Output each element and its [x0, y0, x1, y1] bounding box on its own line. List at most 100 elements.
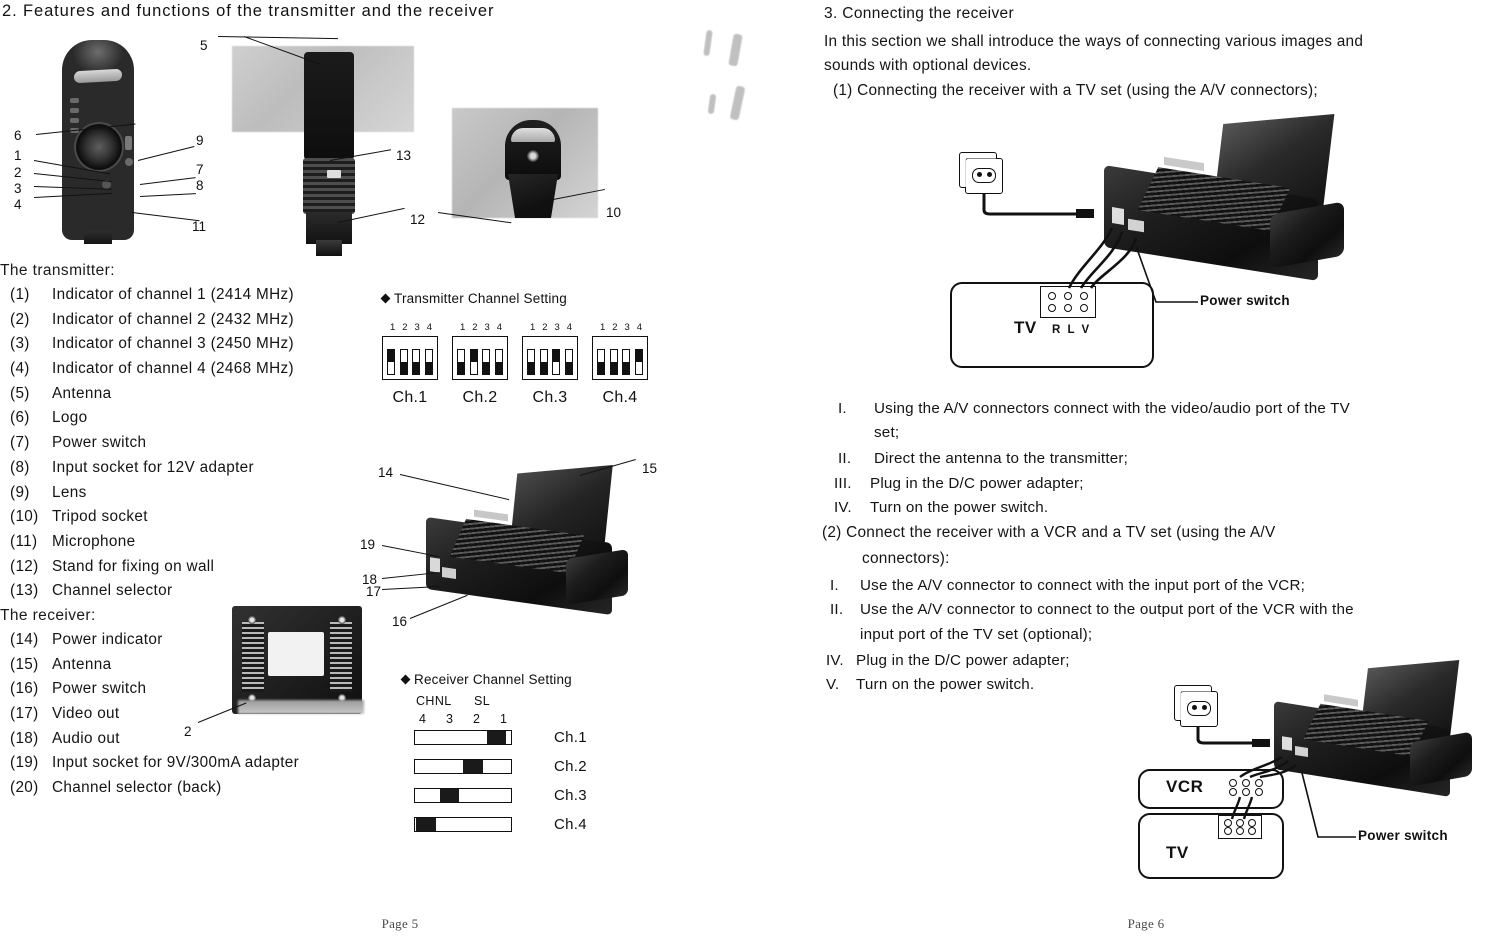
vcr-jack	[1254, 778, 1263, 787]
dip-switch-3[interactable]	[622, 349, 631, 375]
dip-switch-1[interactable]	[387, 349, 396, 375]
adapter-cable	[1196, 727, 1270, 747]
receiver-slider-ch2[interactable]	[414, 759, 512, 774]
feature-number: (7)	[10, 434, 30, 452]
dip-number: 3	[554, 322, 560, 333]
s2-step-2: II. Use the A/V connector to connect to …	[830, 601, 1354, 618]
feature-row: (19)Input socket for 9V/300mA adapter	[0, 754, 299, 779]
dip-switch-3[interactable]	[552, 349, 561, 375]
feature-number: (10)	[10, 508, 39, 526]
power-adapter-icon	[1180, 691, 1218, 727]
page-footer-left: Page 5	[381, 916, 419, 931]
receiver-slider-ch1[interactable]	[414, 730, 512, 745]
slider-position-number: 4	[419, 712, 426, 726]
dip-switch-2[interactable]	[399, 349, 408, 375]
feature-label: Power switch	[52, 680, 147, 698]
dip-number: 2	[542, 322, 548, 333]
dip-switch-4[interactable]	[494, 349, 503, 375]
feature-number: (16)	[10, 680, 39, 698]
s2-step-3-num: IV.	[826, 652, 844, 669]
dip-number: 1	[459, 322, 466, 333]
slider-knob[interactable]	[463, 760, 483, 773]
receiver-power-led-detail	[474, 509, 508, 522]
receiver-setting-col-sl: SL	[474, 694, 491, 708]
feature-number: (9)	[10, 483, 30, 501]
vcr-jack	[1229, 787, 1238, 796]
dip-number: 1	[389, 322, 396, 333]
vcr-jack	[1241, 778, 1250, 787]
feature-number: (8)	[10, 458, 30, 476]
s2-step-3: IV. Plug in the D/C power adapter;	[826, 652, 1070, 669]
s1-step-1-num: I.	[838, 400, 847, 417]
callout-14: 14	[378, 465, 394, 480]
dip-switch-4[interactable]	[564, 349, 573, 375]
callout-18: 18	[362, 572, 378, 587]
dip-switch-3[interactable]	[482, 349, 491, 375]
feature-label: Antenna	[52, 655, 112, 673]
intro-line-1: In this section we shall introduce the w…	[824, 33, 1364, 50]
tv-jack	[1064, 292, 1072, 300]
slider-channel-label: Ch.4	[554, 816, 587, 833]
receiver-hinge-block	[566, 549, 628, 605]
dip-switch-3[interactable]	[412, 349, 421, 375]
feature-row: (11)Microphone	[0, 533, 294, 558]
dip-switch-4[interactable]	[424, 349, 433, 375]
power-adapter-icon	[965, 158, 1003, 194]
s2-step-2-text: Use the A/V connector to connect to the …	[860, 601, 1354, 618]
receiver-slider-ch4[interactable]	[414, 817, 512, 832]
feature-label: Channel selector	[52, 582, 173, 600]
tv-jack-panel	[1218, 815, 1262, 839]
dip-switch-1[interactable]	[527, 349, 536, 375]
av-cables	[1230, 755, 1356, 838]
callout-3: 3	[14, 181, 22, 196]
slider-knob[interactable]	[486, 731, 506, 744]
dip-switch-4[interactable]	[634, 349, 643, 375]
s2-step-1-text: Use the A/V connector to connect with th…	[860, 577, 1306, 594]
feature-row: (6)Logo	[0, 409, 294, 434]
s1-step-3: III. Plug in the D/C power adapter;	[834, 475, 1084, 492]
feature-number: (13)	[10, 582, 39, 600]
tv-jack-panel	[1040, 286, 1096, 318]
transmitter-setting-title-text: Transmitter Channel Setting	[394, 291, 567, 306]
dip-number: 2	[472, 322, 478, 333]
dip-switch-2[interactable]	[609, 349, 618, 375]
feature-number: (11)	[10, 532, 38, 550]
dip-switch-1[interactable]	[457, 349, 466, 375]
receiver-slider-ch3[interactable]	[414, 788, 512, 803]
s1-step-2-num: II.	[838, 450, 852, 467]
screw-hole	[248, 694, 256, 702]
scan-artifact	[728, 33, 743, 67]
vcr-jack	[1241, 787, 1250, 796]
feature-label: Audio out	[52, 729, 120, 747]
transmitter-tripod-mount-detail	[84, 230, 112, 244]
diamond-bullet-icon	[380, 293, 391, 304]
receiver-list-heading: The receiver:	[0, 607, 96, 624]
transmitter-setting-title: Transmitter Channel Setting	[380, 291, 567, 306]
wall-stand-photo	[232, 606, 362, 714]
vcr-jack	[1229, 778, 1238, 787]
transmitter-power-switch-detail	[125, 136, 132, 150]
dip-switch-2[interactable]	[539, 349, 548, 375]
dip-switch-2[interactable]	[469, 349, 478, 375]
dip-switch-1[interactable]	[597, 349, 606, 375]
callout-10: 10	[606, 205, 622, 220]
slider-knob[interactable]	[416, 818, 436, 831]
s1-step-2: II. Direct the antenna to the transmitte…	[838, 450, 1128, 467]
s1-step-2-text: Direct the antenna to the transmitter;	[874, 450, 1129, 467]
feature-label: Channel selector (back)	[52, 779, 222, 797]
transmitter-list-heading: The transmitter:	[0, 262, 115, 279]
tv-jack	[1224, 827, 1232, 835]
slider-knob[interactable]	[439, 789, 459, 802]
feature-row: (17)Video out	[0, 705, 299, 730]
feature-label: Power switch	[52, 434, 147, 452]
feature-row: (9)Lens	[0, 484, 294, 509]
